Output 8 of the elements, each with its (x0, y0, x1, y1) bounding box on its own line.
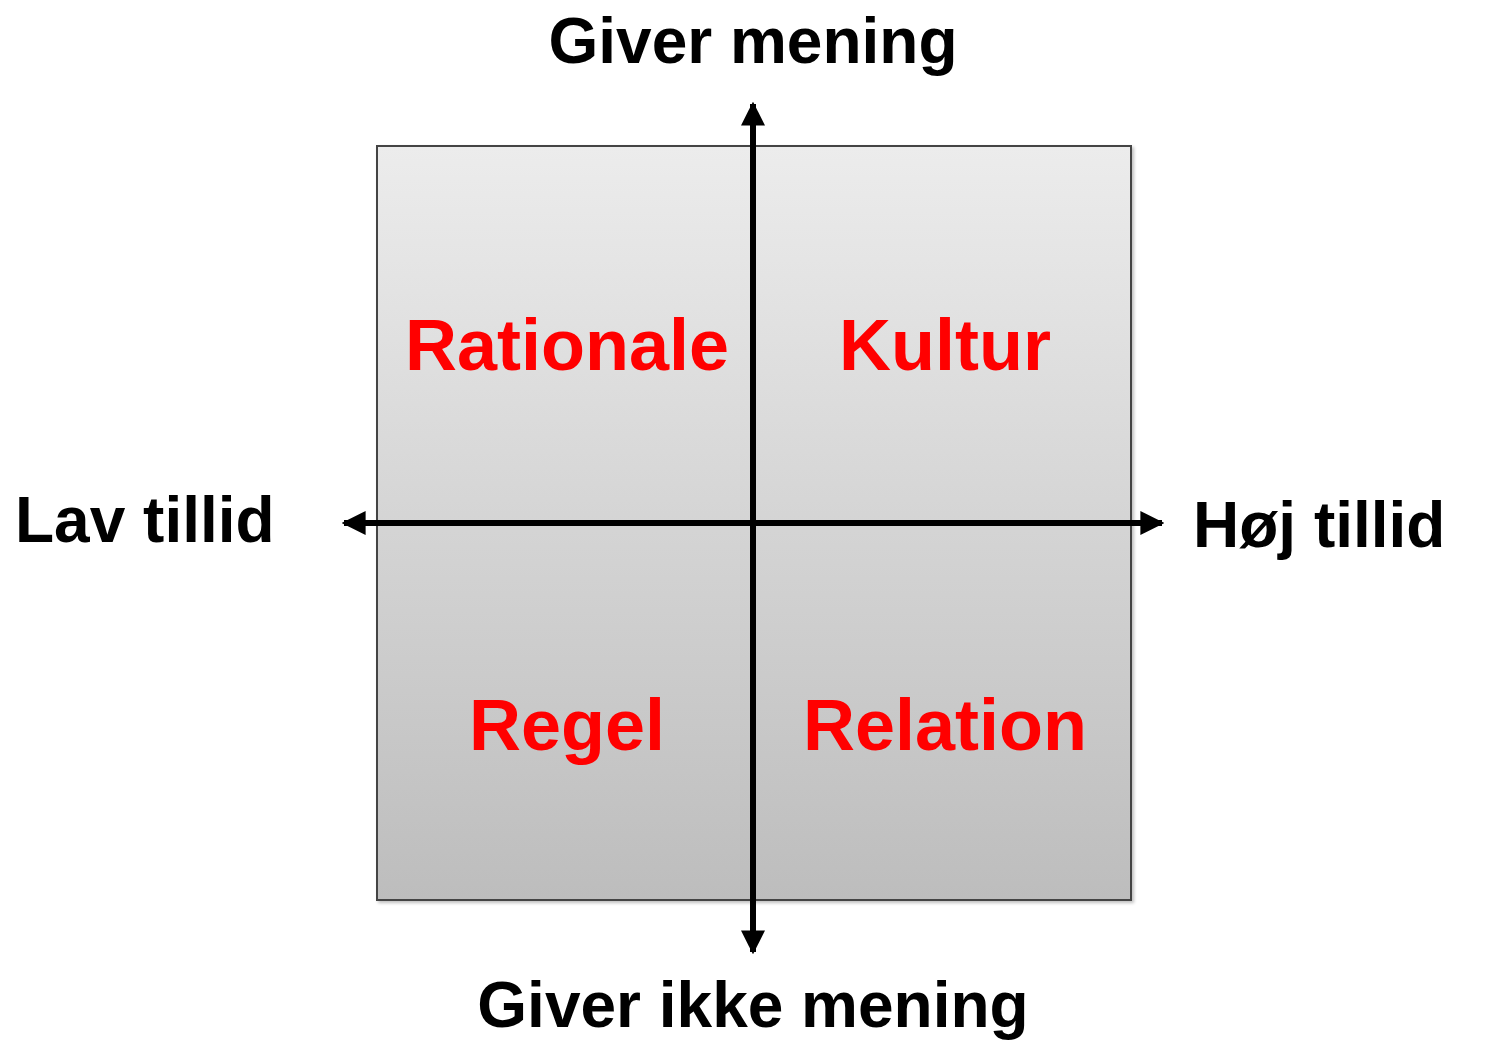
axis-label: Giver mening (548, 8, 958, 76)
quadrant-label: Kultur (839, 309, 1051, 381)
quadrant-label: Relation (803, 689, 1087, 761)
axis-label: Lav tillid (15, 487, 275, 555)
axis-label: Høj tillid (1193, 492, 1446, 560)
quadrant-panel (376, 145, 1132, 901)
axis-label: Giver ikke mening (477, 972, 1029, 1040)
quadrant-label: Rationale (404, 309, 730, 381)
